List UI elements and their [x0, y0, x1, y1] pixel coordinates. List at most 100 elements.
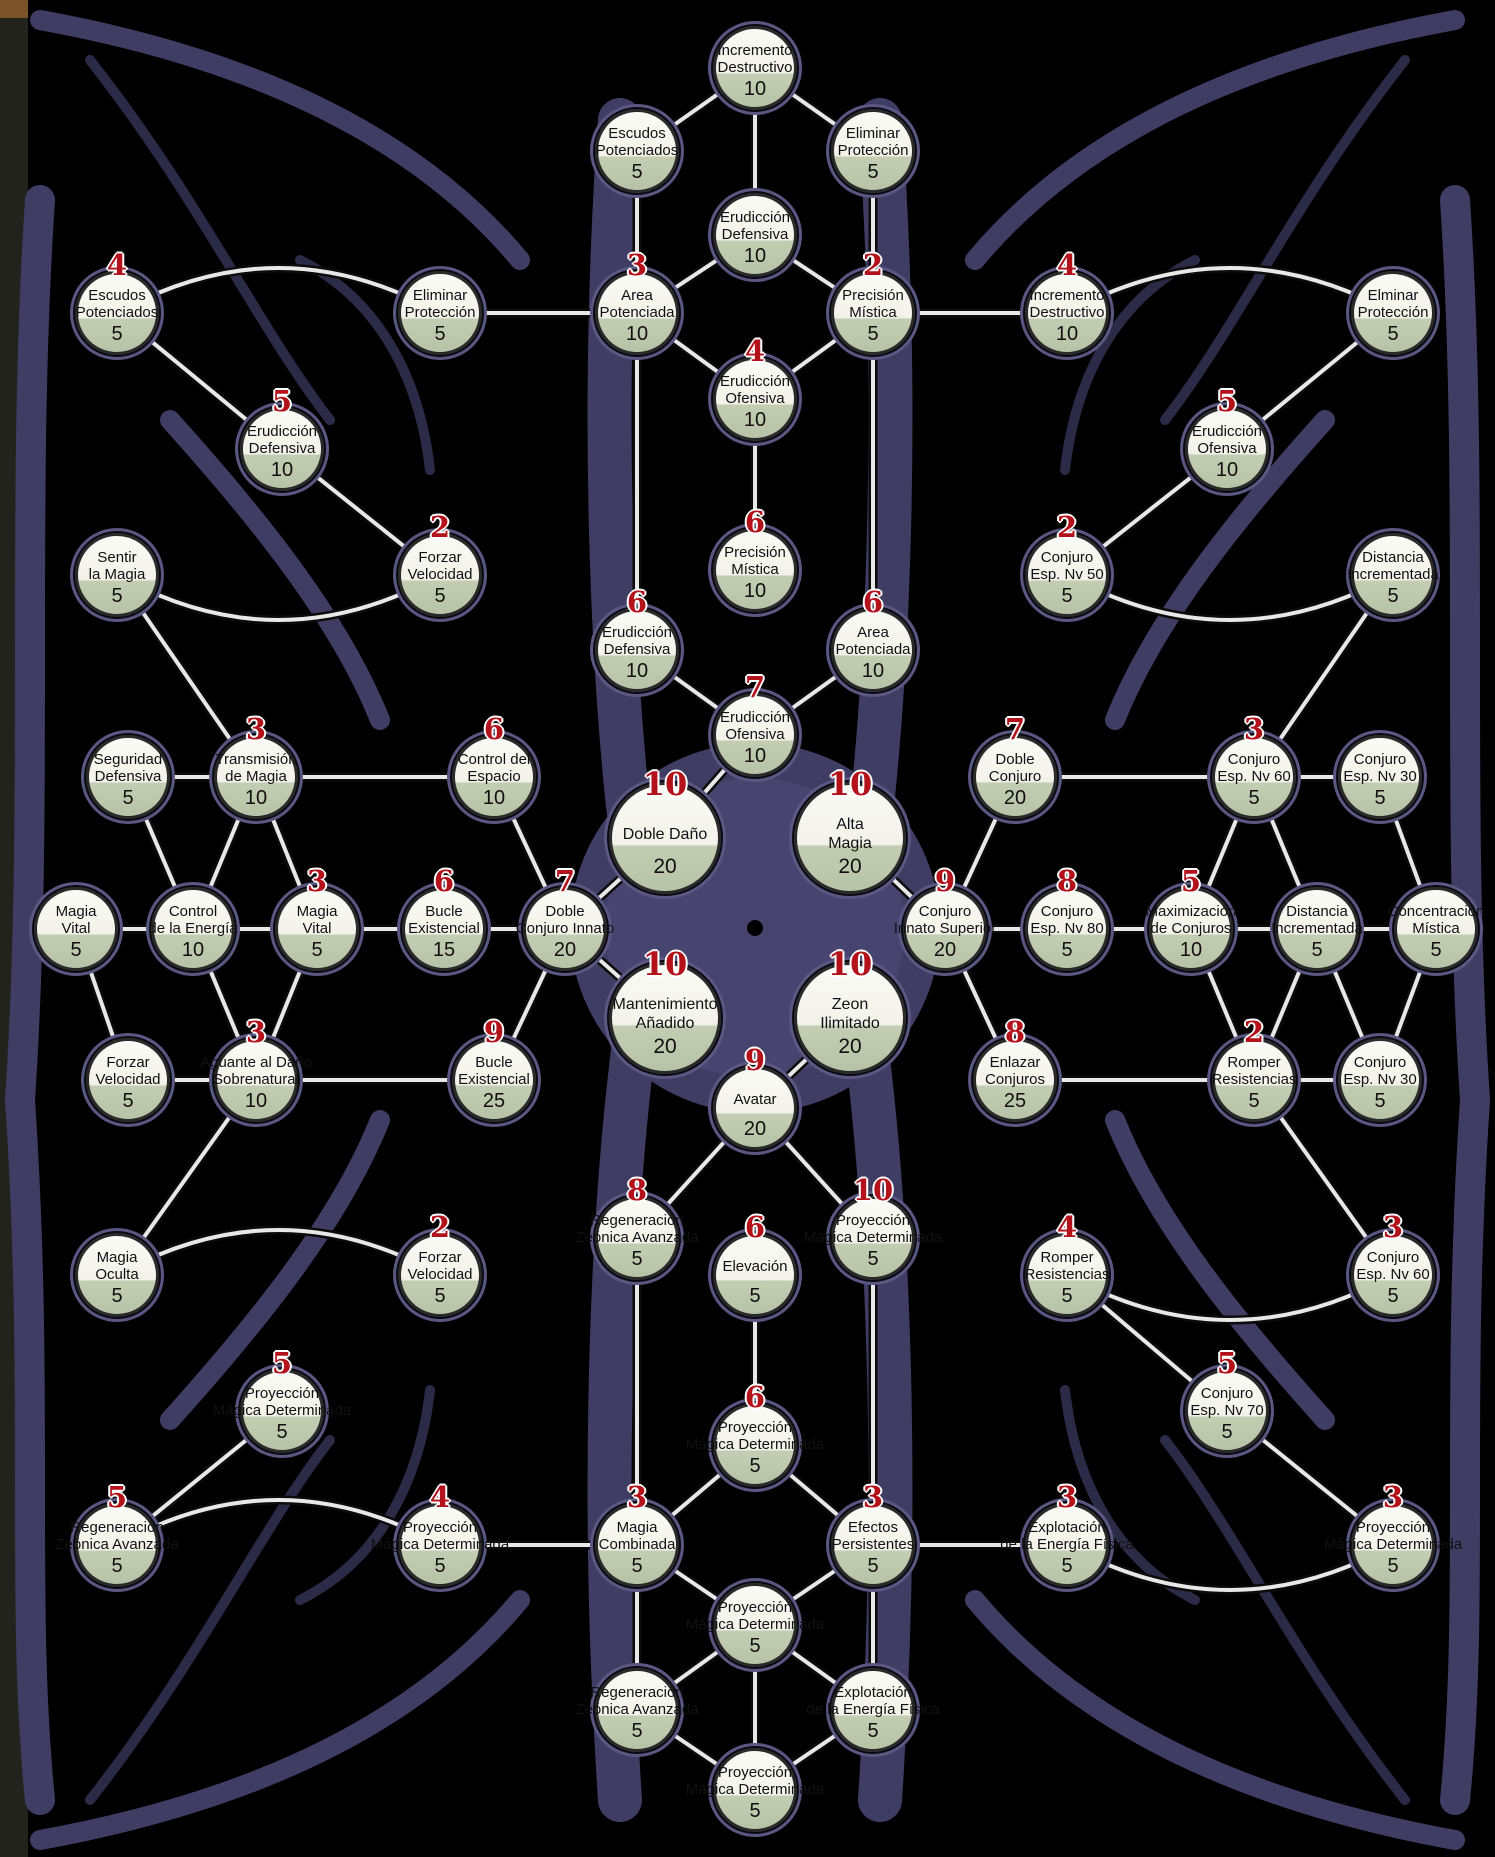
skill-level: 5	[243, 1348, 321, 1378]
skill-level: 5	[243, 386, 321, 416]
skill-level: 9	[716, 1045, 794, 1075]
skill-name: Magia Combinada	[558, 1519, 716, 1553]
skill-cost: 20	[906, 939, 984, 962]
skill-cost: 5	[598, 161, 676, 184]
skill-name: Explotación de la Energía Física	[988, 1519, 1146, 1553]
skill-cost: 5	[401, 585, 479, 608]
skill-name: Doble Conjuro	[936, 751, 1094, 785]
skill-cost: 5	[834, 161, 912, 184]
skill-cost: 5	[1341, 1090, 1419, 1113]
skill-name: Erudicción Defensiva	[676, 209, 834, 243]
skill-cost: 5	[598, 1720, 676, 1743]
skill-name: Control del Espacio	[415, 751, 573, 785]
skill-cost: 5	[1354, 585, 1432, 608]
skill-level: 6	[405, 866, 483, 896]
skill-cost: 5	[78, 1285, 156, 1308]
skill-cost: 10	[243, 459, 321, 482]
skill-level: 2	[401, 1212, 479, 1242]
skill-cost: 20	[612, 1035, 718, 1059]
skill-level: 3	[1215, 714, 1293, 744]
skill-cost: 5	[89, 1090, 167, 1113]
skill-cost: 5	[1028, 585, 1106, 608]
skill-name: Sentir la Magia	[38, 549, 196, 583]
skill-name: Area Potenciada	[558, 287, 716, 321]
skill-level: 3	[834, 1482, 912, 1512]
skill-name: Zeon Ilimitado	[757, 995, 943, 1033]
skill-level: 3	[217, 1017, 295, 1047]
skill-cost: 5	[1278, 939, 1356, 962]
skill-name: Erudicción Defensiva	[203, 423, 361, 457]
skill-cost: 5	[1188, 1421, 1266, 1444]
skill-cost: 20	[797, 855, 903, 879]
